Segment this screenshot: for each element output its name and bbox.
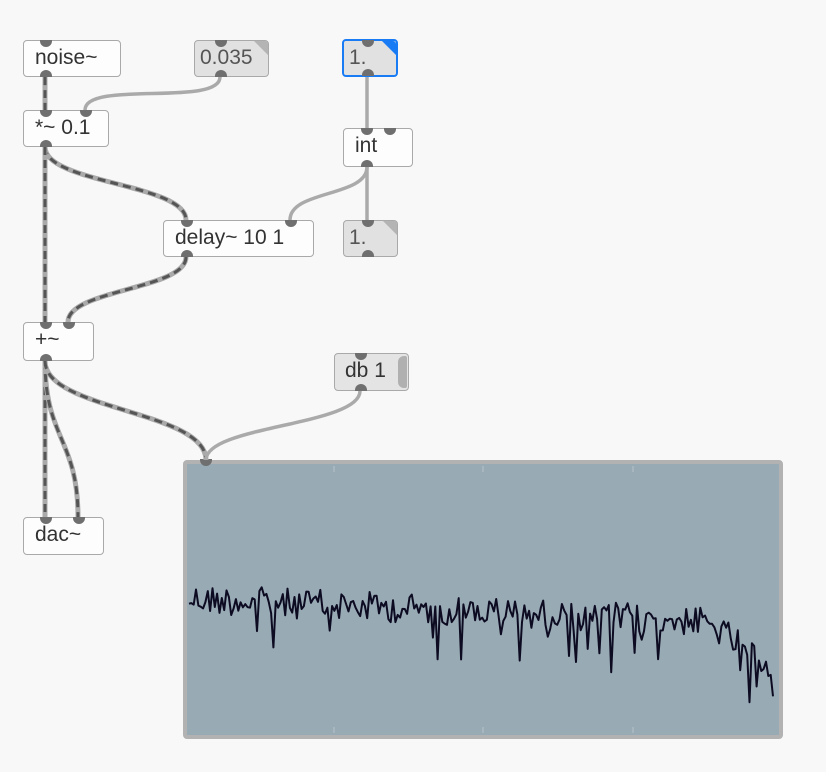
delay-input-inlet[interactable] [362, 40, 374, 47]
cord-multiply-to-delay-dash [43, 146, 188, 221]
db-inlet[interactable] [355, 353, 367, 360]
gain-value: 0.035 [200, 46, 253, 69]
int-right-inlet[interactable] [384, 128, 396, 135]
dac-right-inlet[interactable] [73, 517, 85, 524]
int-label: int [355, 134, 378, 157]
dac-label: dac~ [35, 523, 82, 546]
cord-add-to-spectroscope[interactable] [42, 360, 209, 461]
cord-gain-to-multiply[interactable] [83, 76, 222, 111]
db-message-label: db 1 [345, 359, 386, 382]
noise-inlet[interactable] [40, 40, 52, 47]
int-outlet[interactable] [361, 160, 373, 167]
gain-outlet[interactable] [215, 70, 227, 77]
multiply-left-inlet[interactable] [40, 110, 52, 117]
multiply-object[interactable]: *~ 0.1 [23, 110, 109, 147]
delay-right-inlet[interactable] [285, 220, 297, 227]
noise-label: noise~ [35, 46, 98, 69]
spectrum-trace [188, 586, 774, 704]
gain-inlet[interactable] [215, 40, 227, 47]
cord-delay-to-add-dash [66, 256, 188, 323]
add-right-inlet[interactable] [63, 322, 75, 329]
multiply-outlet[interactable] [40, 140, 52, 147]
delay-outlet[interactable] [181, 250, 193, 257]
cord-db-to-spectroscope[interactable] [204, 390, 362, 461]
delay-output-number-box[interactable]: 1. [343, 220, 398, 257]
dac-object[interactable]: dac~ [23, 517, 104, 555]
dac-left-inlet[interactable] [40, 517, 52, 524]
int-object[interactable]: int [343, 128, 413, 167]
delay-input-value: 1. [349, 46, 367, 69]
delay-object[interactable]: delay~ 10 1 [163, 220, 314, 257]
noise-object[interactable]: noise~ [23, 40, 121, 77]
noise-outlet[interactable] [40, 70, 52, 77]
number-triangle-icon [383, 221, 397, 235]
delay-label: delay~ 10 1 [175, 226, 285, 249]
cord-add-to-dac-right-dash [43, 360, 80, 518]
spectrum-display [188, 466, 774, 733]
cord-delay-to-add[interactable] [65, 256, 189, 323]
message-flag-icon [398, 356, 407, 388]
spectroscope-inlet[interactable] [200, 459, 212, 466]
cord-add-to-dac-right[interactable] [42, 360, 81, 518]
db-message-box[interactable]: db 1 [334, 353, 409, 391]
add-object[interactable]: +~ [23, 322, 94, 361]
number-triangle-icon [382, 41, 396, 55]
add-label: +~ [35, 328, 60, 351]
cord-add-to-spectroscope-dash [43, 360, 208, 461]
gain-number-box[interactable]: 0.035 [194, 40, 269, 77]
number-triangle-icon [254, 41, 268, 55]
cord-multiply-to-delay[interactable] [42, 146, 189, 221]
delay-input-number-box[interactable]: 1. [342, 39, 398, 77]
db-outlet[interactable] [355, 384, 367, 391]
delay-output-value: 1. [349, 226, 367, 249]
add-left-inlet[interactable] [40, 322, 52, 329]
delay-input-outlet[interactable] [362, 69, 374, 76]
spectroscope[interactable] [183, 459, 783, 739]
multiply-label: *~ 0.1 [35, 116, 91, 139]
delay-output-outlet[interactable] [362, 250, 374, 257]
int-left-inlet[interactable] [361, 128, 373, 135]
delay-left-inlet[interactable] [181, 220, 193, 227]
cord-int-to-delay[interactable] [288, 166, 369, 221]
multiply-right-inlet[interactable] [80, 110, 92, 117]
add-outlet[interactable] [40, 354, 52, 361]
delay-output-inlet[interactable] [362, 220, 374, 227]
